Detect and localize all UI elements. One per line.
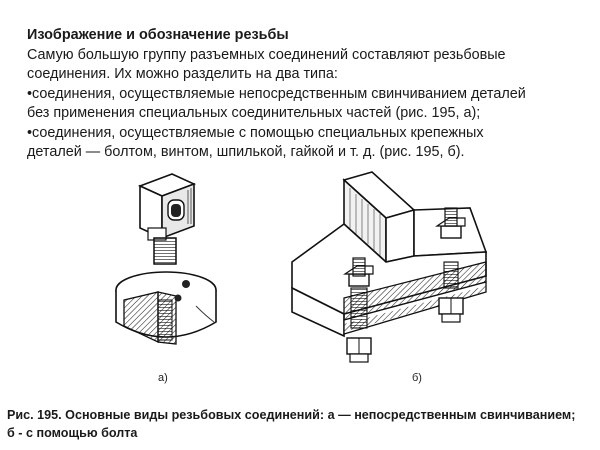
paragraph-line-1: Самую большую группу разъемных соединени… xyxy=(27,46,506,63)
text-block: Изображение и обозначение резьбы Самую б… xyxy=(27,26,587,163)
thread-connections-figure: а) xyxy=(0,166,600,398)
fig-b-bolt-left xyxy=(343,257,374,363)
fig-a-square-block xyxy=(137,173,197,240)
figure-a-label: а) xyxy=(158,372,168,384)
fig-a-threaded-stud xyxy=(147,227,177,265)
caption-line-2: б - с помощью болта xyxy=(7,426,138,440)
paragraph-line-4: без применения специальных соединительны… xyxy=(27,105,481,121)
caption-line-1: Рис. 195. Основные виды резьбовых соедин… xyxy=(7,408,576,422)
paragraph-line-2: соединения. Их можно разделить на два ти… xyxy=(27,66,338,82)
fig-b-bolt-right xyxy=(435,207,466,323)
figure-drawing: а) xyxy=(115,171,488,384)
paragraph-line-5: •соединения, осуществляемые с помощью сп… xyxy=(27,124,484,141)
figure-a-drawing: а) xyxy=(115,173,217,384)
figure-b-drawing: б) xyxy=(291,171,488,384)
figure-b-label: б) xyxy=(412,372,422,384)
figure-caption: Рис. 195. Основные виды резьбовых соедин… xyxy=(7,406,597,442)
section-title: Изображение и обозначение резьбы xyxy=(27,27,289,43)
paragraph-line-6: деталей — болтом, винтом, шпилькой, гайк… xyxy=(27,144,465,160)
paragraph-line-3: •соединения, осуществляемые непосредстве… xyxy=(27,85,526,102)
fig-a-round-part xyxy=(115,271,217,345)
